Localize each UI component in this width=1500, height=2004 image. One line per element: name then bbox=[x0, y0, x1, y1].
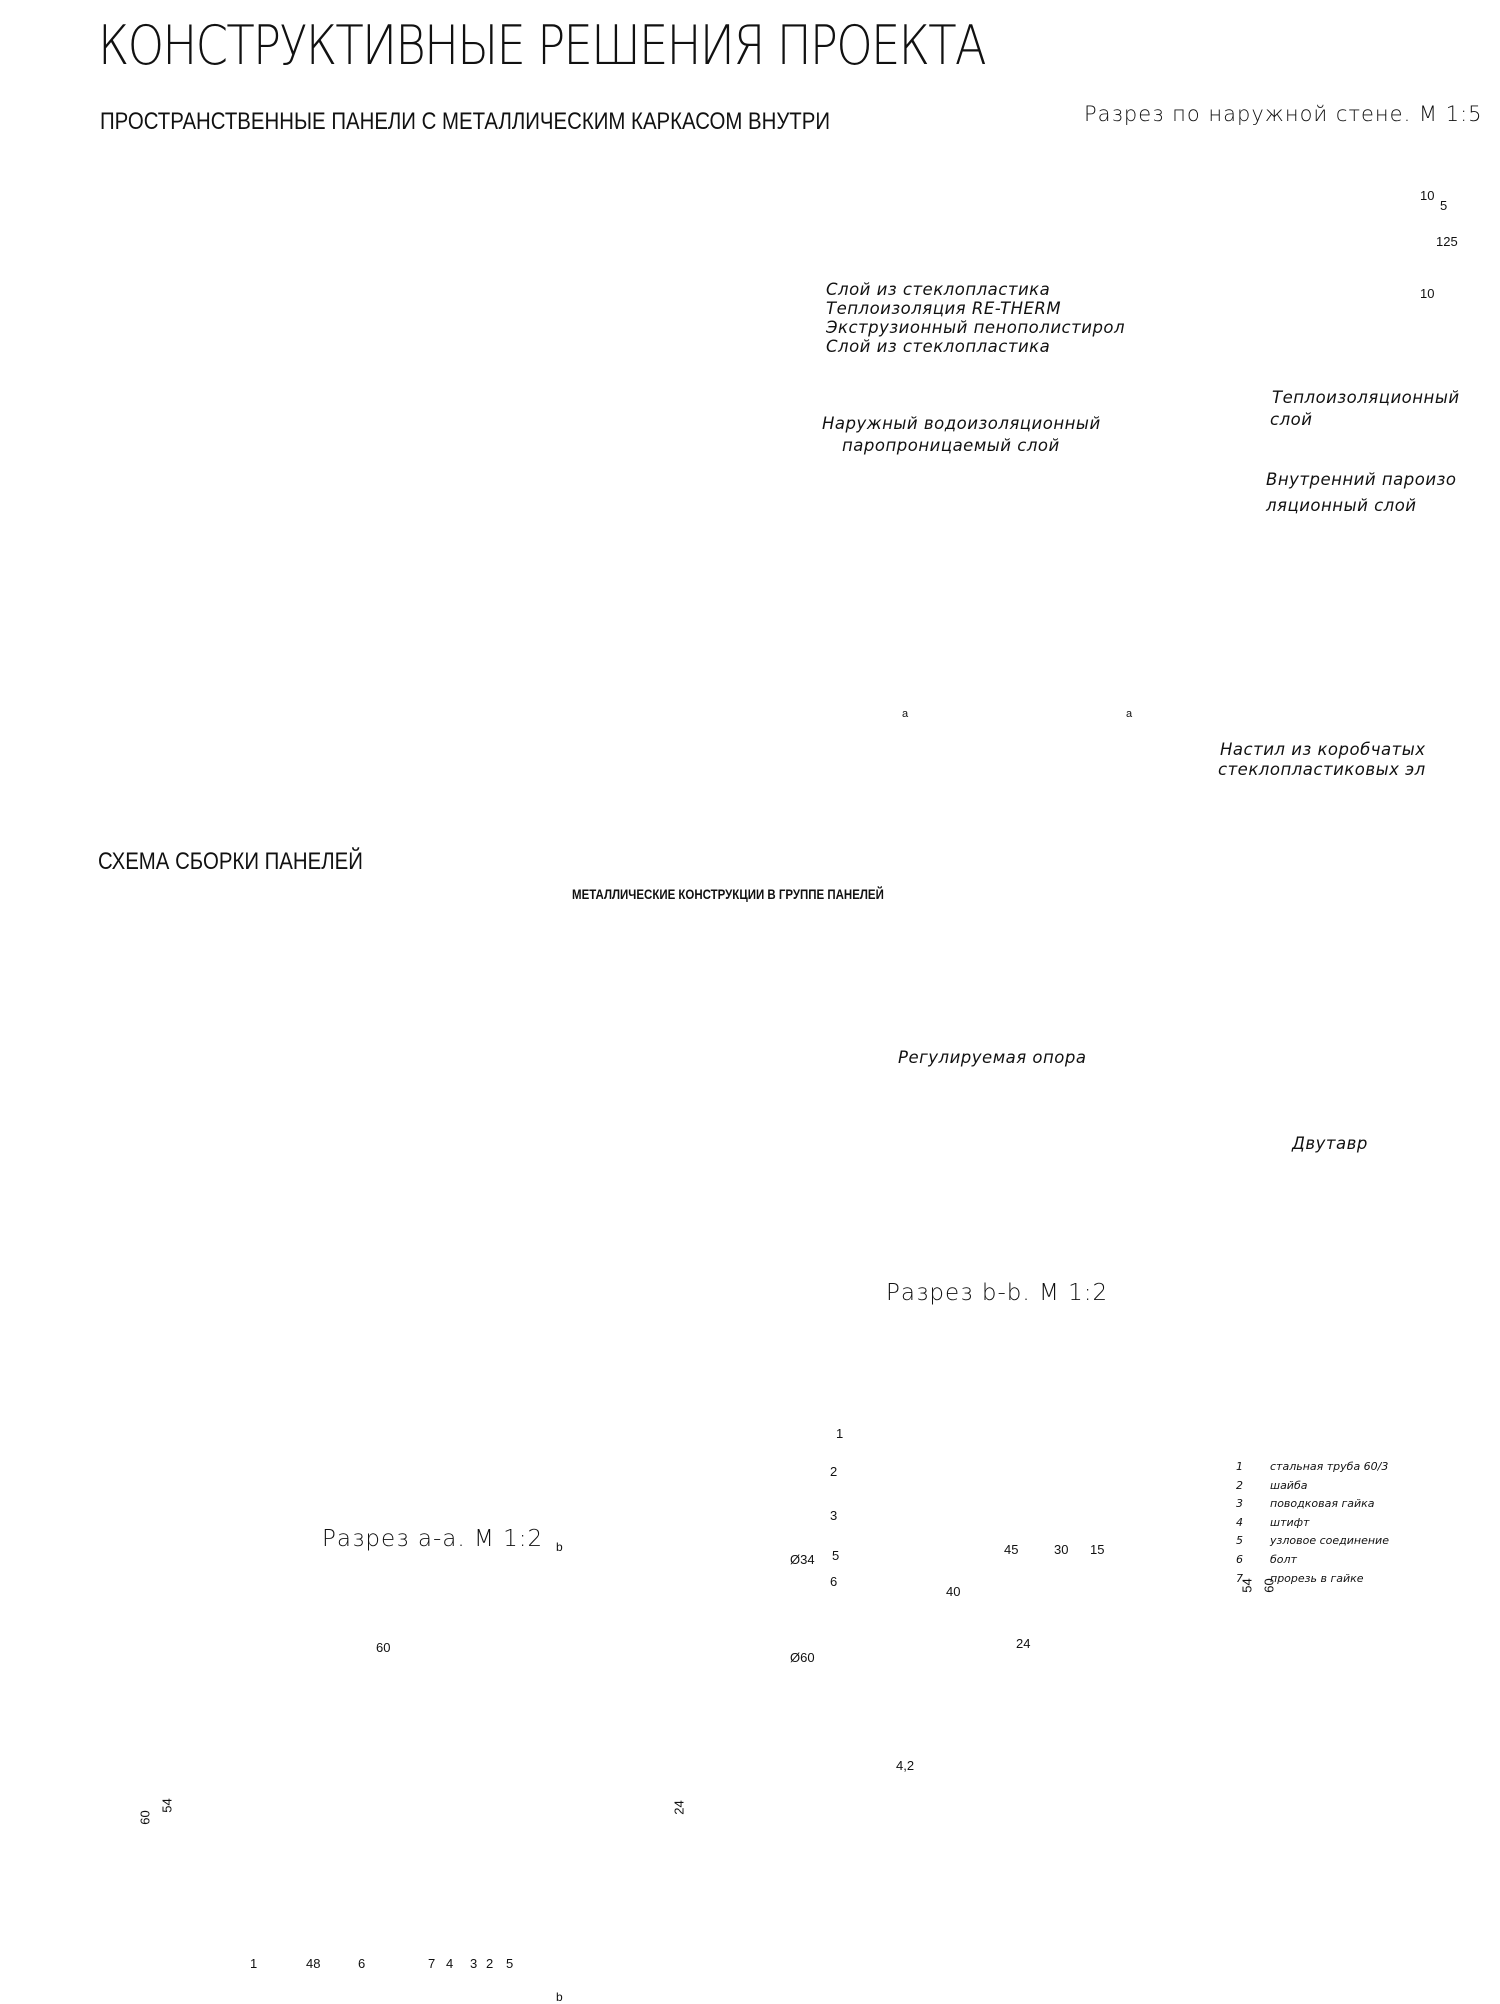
aa-dim-24: 24 bbox=[671, 1800, 687, 1815]
layer-label-re-therm: Теплоизоляция RE-THERM bbox=[826, 299, 1062, 318]
callout-outer-membrane-1: Наружный водоизоляционный bbox=[822, 414, 1101, 433]
node-dim-60: 60 bbox=[1261, 1578, 1277, 1593]
aa-dim-60-side: 60 bbox=[137, 1810, 153, 1825]
callout-vapor-2: ляционный слой bbox=[1266, 496, 1417, 515]
page-subtitle: ПРОСТРАНСТВЕННЫЕ ПАНЕЛИ С МЕТАЛЛИЧЕСКИМ … bbox=[100, 108, 831, 135]
wall-dim-5: 5 bbox=[1440, 198, 1448, 213]
node-leader-6: 6 bbox=[830, 1574, 838, 1589]
callout-thermal-1: Теплоизоляционный bbox=[1272, 388, 1460, 407]
node-dim-40: 40 bbox=[946, 1584, 961, 1599]
aa-dim-48: 48 bbox=[306, 1956, 321, 1971]
aa-mark-1: 1 bbox=[250, 1956, 258, 1971]
wall-dim-10-bottom: 10 bbox=[1420, 286, 1435, 301]
callout-thermal-2: слой bbox=[1270, 410, 1313, 429]
aa-mark-2: 2 bbox=[486, 1956, 494, 1971]
aa-mark-3: 3 bbox=[470, 1956, 478, 1971]
node-dim-54: 54 bbox=[1239, 1578, 1255, 1593]
page-title: КОНСТРУКТИВНЫЕ РЕШЕНИЯ ПРОЕКТА bbox=[98, 14, 987, 77]
isometric-panel-group bbox=[93, 159, 781, 810]
wall-section bbox=[820, 200, 1480, 1370]
callout-deck-1: Настил из коробчатых bbox=[1220, 740, 1426, 759]
node-dim-45: 45 bbox=[1004, 1542, 1019, 1557]
aa-mark-6: 6 bbox=[358, 1956, 366, 1971]
section-mark-a-right: a bbox=[1126, 708, 1133, 720]
metal-structures-caption: МЕТАЛЛИЧЕСКИЕ КОНСТРУКЦИИ В ГРУППЕ ПАНЕЛ… bbox=[572, 886, 884, 902]
layer-label-eps: Экструзионный пенополистирол bbox=[826, 318, 1126, 337]
callout-vapor-1: Внутренний пароизо bbox=[1266, 470, 1457, 489]
callout-deck-2: стеклопластиковых эл bbox=[1218, 760, 1426, 779]
callout-ibeam: Двутавр bbox=[1292, 1134, 1368, 1153]
node-detail bbox=[769, 1359, 1313, 1991]
section-aa-title: Разрез a-a. М 1:2 bbox=[322, 1526, 544, 1552]
node-diam-34: Ø34 bbox=[790, 1552, 815, 1567]
aa-dim-54-side: 54 bbox=[159, 1798, 175, 1813]
node-diam-60: Ø60 bbox=[790, 1650, 815, 1665]
aa-mark-7: 7 bbox=[428, 1956, 436, 1971]
wall-dim-125: 125 bbox=[1436, 234, 1458, 249]
node-dim-4-2: 4,2 bbox=[896, 1758, 915, 1773]
layer-label-fiberglass-outer: Слой из стеклопластика bbox=[826, 280, 1051, 299]
section-mark-b-bottom: b bbox=[556, 1990, 563, 2004]
assembly-scheme-title: СХЕМА СБОРКИ ПАНЕЛЕЙ bbox=[98, 848, 363, 875]
metal-structure-iso bbox=[588, 659, 851, 881]
node-dim-24: 24 bbox=[1016, 1636, 1031, 1651]
node-dim-30: 30 bbox=[1054, 1542, 1069, 1557]
section-bb-title: Разрез b-b. М 1:2 bbox=[886, 1280, 1109, 1306]
aa-mark-4: 4 bbox=[446, 1956, 454, 1971]
node-leader-5: 5 bbox=[832, 1548, 840, 1563]
aa-mark-5: 5 bbox=[506, 1956, 514, 1971]
wall-dim-10-top: 10 bbox=[1420, 188, 1435, 203]
callout-adjustable-support: Регулируемая опора bbox=[898, 1048, 1087, 1067]
callout-outer-membrane-2: паропроницаемый слой bbox=[842, 436, 1060, 455]
layer-label-fiberglass-inner: Слой из стеклопластика bbox=[826, 337, 1051, 356]
exploded-assembly bbox=[109, 861, 791, 1500]
section-mark-b-top: b bbox=[556, 1540, 563, 1554]
node-leader-1: 1 bbox=[836, 1426, 844, 1441]
node-leader-3: 3 bbox=[830, 1508, 838, 1523]
section-mark-a-left: a bbox=[902, 708, 909, 720]
section-aa bbox=[159, 1550, 681, 1991]
wall-section-title: Разрез по наружной стене. М 1:5 bbox=[1084, 102, 1483, 126]
node-leader-2: 2 bbox=[830, 1464, 838, 1479]
node-dim-15: 15 bbox=[1090, 1542, 1105, 1557]
aa-dim-60-top: 60 bbox=[376, 1640, 391, 1655]
